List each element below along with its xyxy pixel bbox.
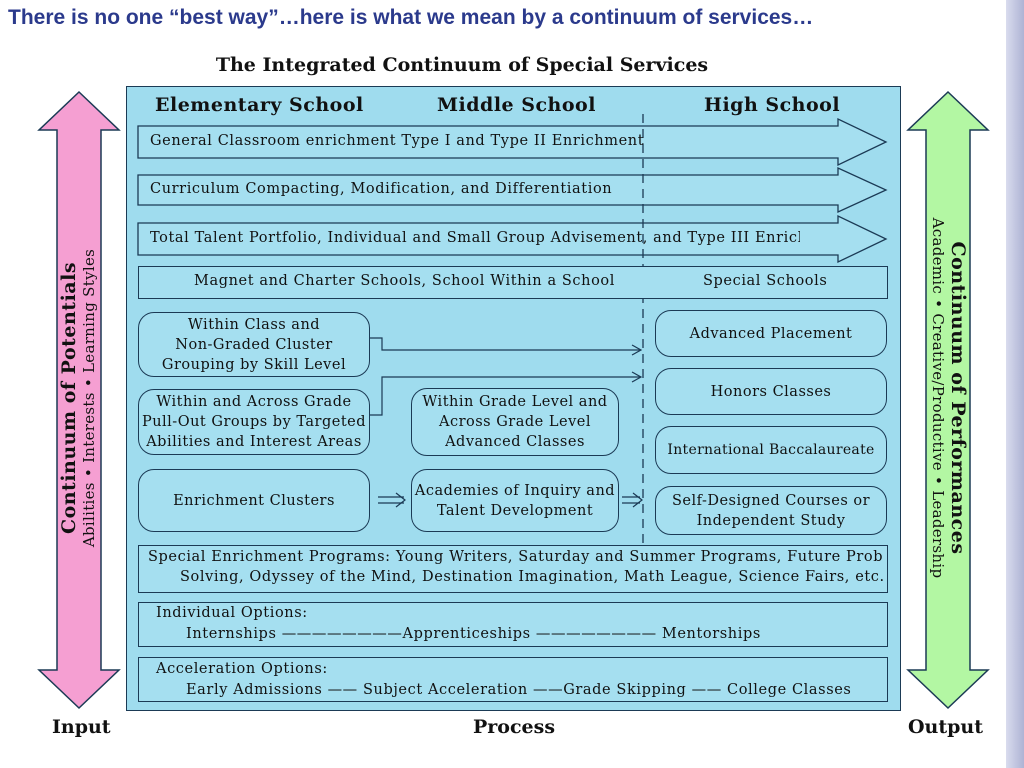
- elementary-box: Enrichment Clusters: [138, 469, 370, 532]
- column-header-high: High School: [704, 94, 841, 116]
- magnet-row-right-label: Special Schools: [703, 273, 828, 289]
- elementary-box: Within and Across Grade Pull-Out Groups …: [138, 389, 370, 455]
- magnet-row: [138, 266, 888, 299]
- connector-arrow: [370, 376, 640, 416]
- output-label: Output: [908, 716, 984, 738]
- left-double-arrow: [37, 90, 121, 710]
- high-box: Advanced Placement: [655, 310, 887, 357]
- connector-arrow: [395, 492, 406, 508]
- special-programs-box: [138, 545, 888, 593]
- middle-box: Academies of Inquiry and Talent Developm…: [411, 469, 619, 532]
- arrow-row-shape: [137, 166, 888, 214]
- acceleration-options-box: [138, 657, 888, 702]
- arrow-row-shape: [137, 214, 888, 264]
- column-header-elementary: Elementary School: [155, 94, 364, 116]
- special-programs-line2: Solving, Odyssey of the Mind, Destinatio…: [180, 569, 885, 585]
- high-box: International Baccalaureate: [655, 426, 887, 474]
- process-label: Process: [473, 716, 556, 738]
- magnet-row-left-label: Magnet and Charter Schools, School Withi…: [194, 273, 615, 289]
- slide-title: There is no one “best way”…here is what …: [8, 6, 814, 29]
- acceleration-options-title: Acceleration Options:: [156, 661, 328, 677]
- individual-options-title: Individual Options:: [156, 605, 308, 621]
- arrow-row-label: Total Talent Portfolio, Individual and S…: [150, 230, 800, 246]
- middle-box: Within Grade Level and Across Grade Leve…: [411, 388, 619, 456]
- connector-arrow: [631, 344, 643, 356]
- input-label: Input: [52, 716, 111, 738]
- diagram-title: The Integrated Continuum of Special Serv…: [215, 54, 709, 76]
- right-double-arrow: [906, 90, 990, 710]
- connector-arrow: [631, 371, 643, 383]
- elementary-box: Within Class and Non-Graded Cluster Grou…: [138, 312, 370, 377]
- decorative-stripe: [1006, 0, 1024, 768]
- arrow-row-label: General Classroom enrichment Type I and …: [150, 133, 645, 149]
- arrow-row-shape: [137, 117, 888, 167]
- high-box: Self-Designed Courses or Independent Stu…: [655, 486, 887, 535]
- individual-options-box: [138, 602, 888, 647]
- special-programs-line1: Special Enrichment Programs: Young Write…: [148, 549, 883, 565]
- connector-arrow: [370, 337, 640, 351]
- arrow-row-label: Curriculum Compacting, Modification, and…: [150, 181, 613, 197]
- column-header-middle: Middle School: [437, 94, 596, 116]
- individual-options-line: Internships ————————Apprenticeships ————…: [186, 626, 761, 642]
- high-box: Honors Classes: [655, 368, 887, 415]
- acceleration-options-line: Early Admissions —— Subject Acceleration…: [186, 682, 852, 698]
- connector-arrow: [632, 492, 643, 508]
